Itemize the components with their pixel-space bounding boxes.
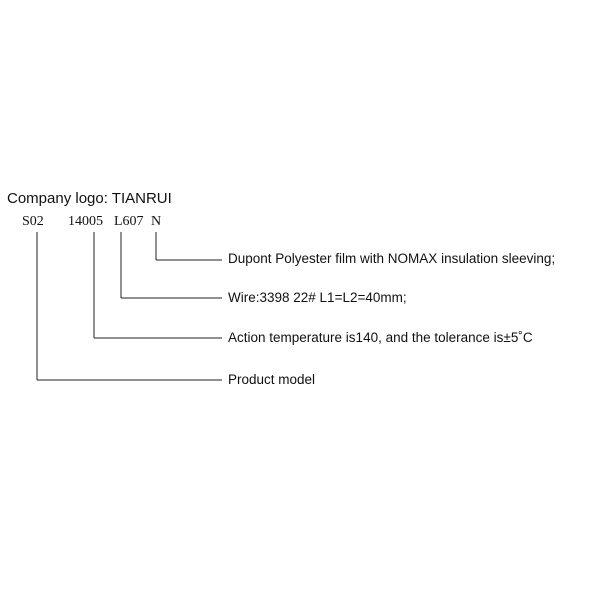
code-wire: L607 [114, 214, 144, 229]
company-logo-label: Company logo: TIANRUI [7, 190, 172, 207]
desc-insulation: Dupont Polyester film with NOMAX insulat… [228, 251, 556, 266]
code-insulation: N [151, 214, 162, 229]
desc-wire: Wire:3398 22# L1=L2=40mm; [228, 290, 407, 305]
desc-product-model: Product model [228, 372, 316, 387]
desc-action-temperature: Action temperature is140, and the tolera… [228, 330, 533, 345]
code-product-model: S02 [22, 214, 44, 229]
code-action-temperature: 14005 [68, 214, 103, 229]
